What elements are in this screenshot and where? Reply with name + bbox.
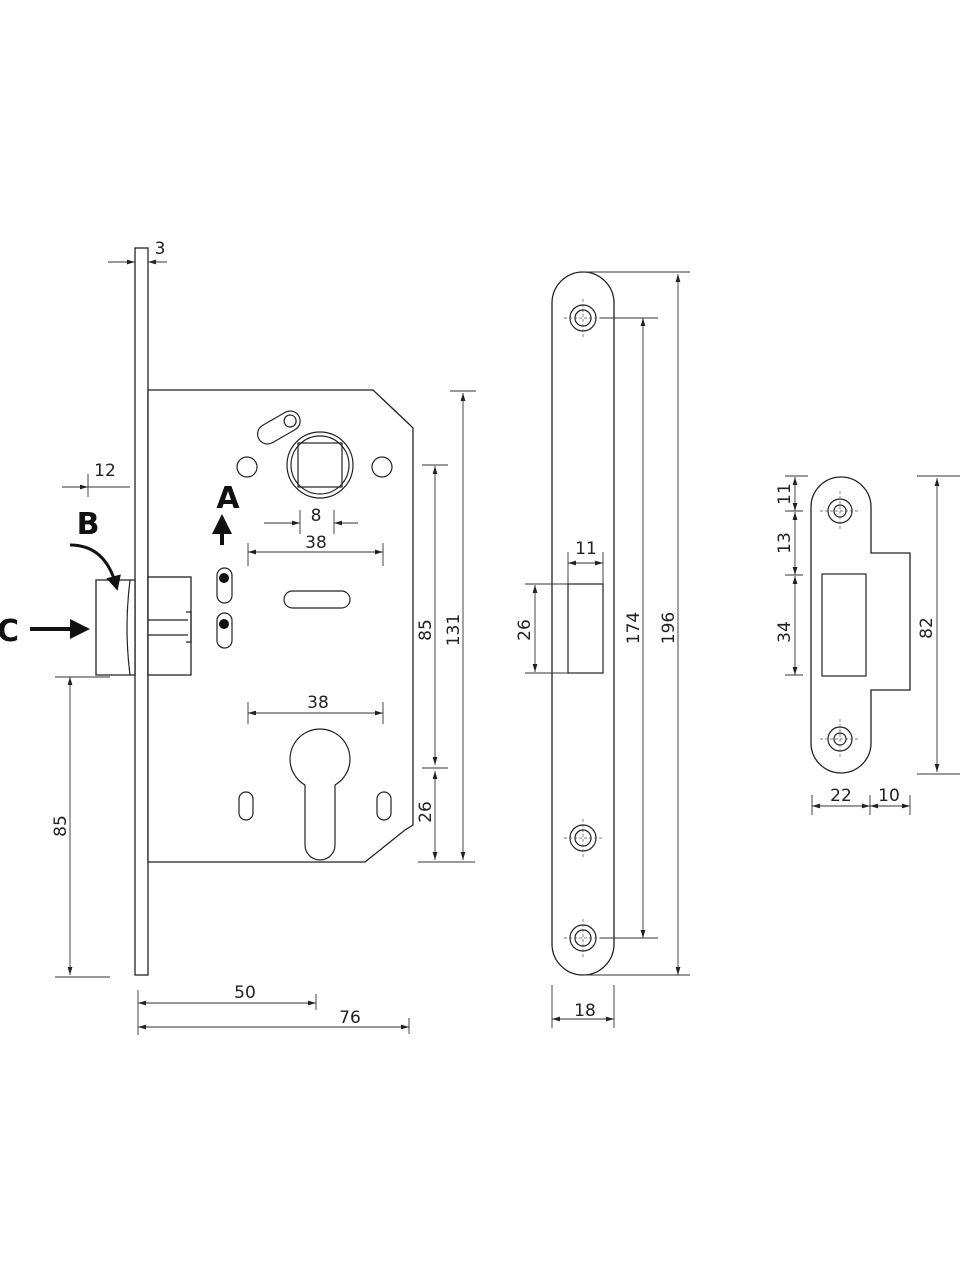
dim-131: 131: [444, 614, 464, 646]
dim-11-small: 11: [775, 483, 795, 505]
dim-8: 8: [311, 506, 322, 526]
dim-38-cylinder: 38: [307, 693, 329, 713]
dim-85-left: 85: [51, 815, 71, 837]
strike-plate: [551, 271, 615, 976]
dim-18: 18: [574, 1001, 596, 1021]
screw-hole: [820, 491, 858, 530]
latch-bolt: [95, 579, 136, 676]
latch-housing: [147, 576, 192, 676]
strike-slot: [567, 583, 604, 674]
dim-12: 12: [94, 461, 116, 481]
spindle-hub: [286, 431, 354, 499]
lock-case: [147, 389, 414, 863]
mount-hole: [236, 456, 258, 478]
dim-13: 13: [775, 532, 795, 554]
latch-slot: [216, 612, 233, 649]
horizontal-slot: [283, 590, 351, 609]
mount-slot: [376, 791, 392, 821]
screw-hole: [564, 819, 602, 857]
dim-3: 3: [155, 239, 166, 259]
dim-34: 34: [775, 621, 795, 643]
dim-10: 10: [878, 786, 900, 806]
label-a: A: [216, 481, 240, 516]
dim-82: 82: [917, 617, 937, 639]
top-slot: [257, 410, 301, 445]
arrow-b-icon: [69, 543, 121, 591]
small-strike-drawing: 11 13 34 82 22 10: [775, 475, 960, 815]
cylinder-keyhole: [289, 728, 351, 861]
strike-plate-drawing: 11 26 174 196 18: [515, 271, 690, 1028]
screw-hole: [820, 719, 858, 758]
dim-196: 196: [659, 612, 679, 644]
label-c: C: [0, 614, 19, 649]
dim-76: 76: [339, 1008, 361, 1028]
dim-26-lock: 26: [416, 801, 436, 823]
dim-38-spindle: 38: [305, 533, 327, 553]
lock-body-drawing: [95, 247, 414, 976]
screw-hole: [564, 299, 602, 337]
mount-slot: [238, 791, 254, 821]
latch-slot: [216, 567, 233, 604]
mount-hole: [371, 456, 393, 478]
small-strike-plate: [810, 476, 911, 774]
lock-dimensions: 3 12 8 38 38 85 50 76 85 26 131: [51, 239, 476, 1035]
faceplate: [134, 247, 149, 976]
dim-85-right: 85: [416, 619, 436, 641]
dim-50: 50: [234, 983, 256, 1003]
dim-174: 174: [624, 612, 644, 644]
dim-26-strike: 26: [515, 619, 535, 641]
label-b: B: [77, 507, 100, 542]
screw-hole: [564, 919, 602, 957]
small-strike-slot: [821, 573, 867, 677]
dim-11-strike: 11: [575, 539, 597, 559]
dim-22: 22: [830, 786, 852, 806]
